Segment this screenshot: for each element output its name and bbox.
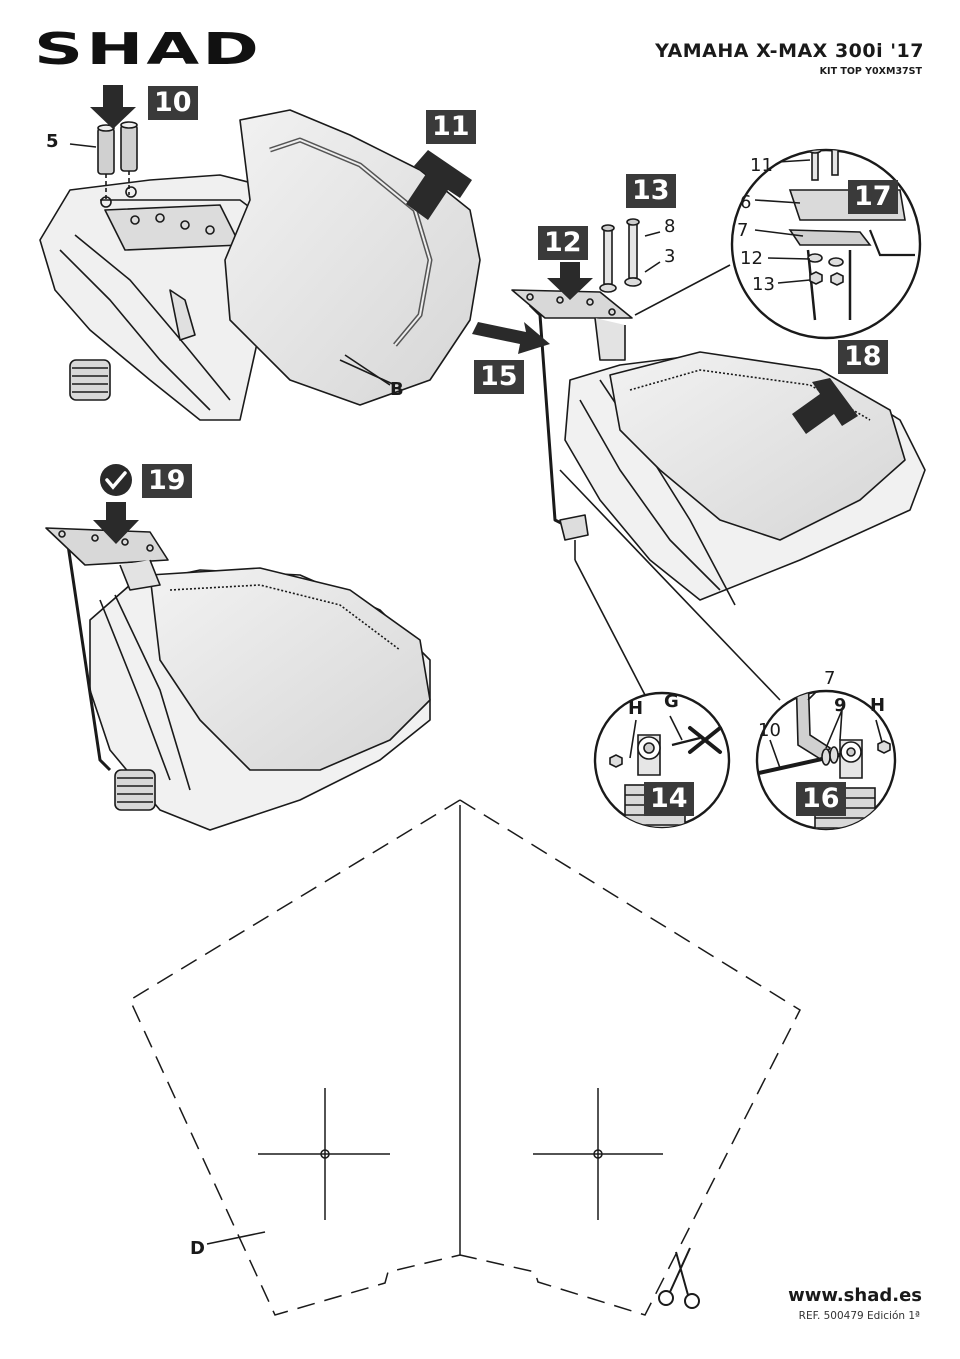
part-label-12: 12 xyxy=(740,248,763,269)
part-label-10: 10 xyxy=(758,720,781,741)
part-label-8: 8 xyxy=(664,216,676,237)
panel-step-19 xyxy=(45,527,431,831)
detail-circle-16 xyxy=(755,689,897,831)
part-label-7: 7 xyxy=(737,220,749,241)
step-badge-13: 13 xyxy=(626,174,676,208)
step-badge-11: 11 xyxy=(426,110,476,144)
part-label-5: 5 xyxy=(46,131,59,152)
website-link[interactable]: www.shad.es xyxy=(788,1285,922,1306)
part-label-13: 13 xyxy=(752,274,775,295)
document-reference: REF. 500479 Edición 1ª xyxy=(798,1310,920,1322)
part-label-H-right: H xyxy=(870,695,886,716)
arrow-down-icon xyxy=(547,262,593,300)
step-badge-15: 15 xyxy=(474,360,524,394)
cross-icon xyxy=(688,726,722,754)
part-label-B: B xyxy=(390,379,404,400)
step-badge-14: 14 xyxy=(644,782,694,816)
check-icon xyxy=(100,464,132,496)
part-label-G: G xyxy=(664,691,679,712)
step-badge-19: 19 xyxy=(142,464,192,498)
part-label-6: 6 xyxy=(740,192,752,213)
push-arrow-icon xyxy=(406,150,472,220)
step-badge-12: 12 xyxy=(538,226,588,260)
brand-logo: SHAD xyxy=(34,24,262,75)
step-badge-16: 16 xyxy=(796,782,846,816)
arrow-down-icon xyxy=(90,85,136,129)
part-label-3: 3 xyxy=(664,246,676,267)
part-label-D: D xyxy=(190,1238,205,1259)
push-arrow-icon xyxy=(472,322,550,354)
scissors-icon xyxy=(658,1247,700,1309)
push-arrow-icon xyxy=(792,378,858,434)
cutout-template xyxy=(129,799,801,1316)
step-badge-17: 17 xyxy=(848,180,898,214)
arrow-down-icon xyxy=(93,502,139,544)
part-label-7-detail: 7 xyxy=(824,668,836,689)
part-label-11: 11 xyxy=(750,155,773,176)
part-label-9: 9 xyxy=(834,695,847,716)
step-badge-18: 18 xyxy=(838,340,888,374)
panel-step-10-11 xyxy=(39,109,481,421)
step-badge-10: 10 xyxy=(148,86,198,120)
kit-reference: KIT TOP Y0XM37ST xyxy=(819,66,922,77)
document-title: YAMAHA X-MAX 300i '17 xyxy=(655,40,924,62)
part-label-H-left: H xyxy=(628,698,644,719)
